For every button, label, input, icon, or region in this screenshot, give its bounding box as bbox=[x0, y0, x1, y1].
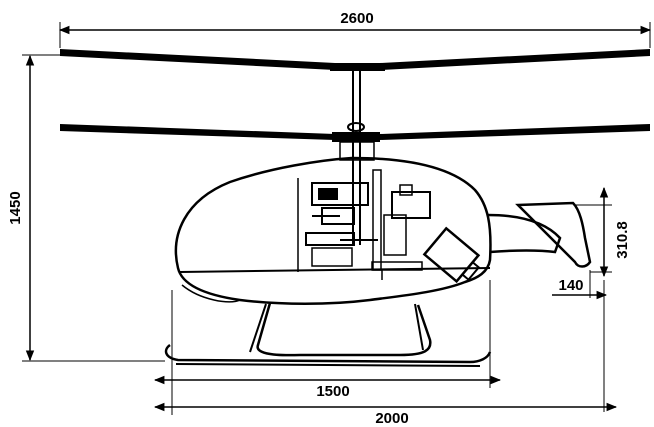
lower-rotor-blade-right bbox=[380, 124, 650, 140]
upper-rotor-hub bbox=[330, 63, 385, 71]
lower-rotor-blade-left bbox=[60, 124, 335, 140]
skid-struts bbox=[256, 302, 432, 357]
rotor-span-label: 2600 bbox=[340, 10, 373, 27]
fuselage bbox=[174, 156, 562, 305]
exhaust-muffler bbox=[422, 226, 481, 284]
fuselage-floor-line bbox=[179, 267, 491, 273]
overall-length-label: 2000 bbox=[375, 410, 408, 427]
swashplate bbox=[347, 122, 365, 132]
dim-tail-fin-height: 310.8 bbox=[575, 186, 631, 278]
upper-rotor-blade-left bbox=[60, 49, 335, 70]
dim-overall-height: 1450 bbox=[7, 54, 165, 362]
tail-fin bbox=[515, 201, 592, 268]
tail-boom bbox=[487, 213, 562, 254]
engine-assembly bbox=[305, 169, 481, 284]
lower-rotor-hub bbox=[332, 132, 380, 142]
skid-length-label: 1500 bbox=[316, 383, 349, 400]
fuselage-outline bbox=[174, 156, 492, 305]
tail-fin-width-label: 140 bbox=[558, 277, 583, 294]
overall-height-label: 1450 bbox=[7, 191, 24, 224]
dim-overall-length: 2000 bbox=[153, 395, 618, 427]
skid-rail bbox=[164, 343, 492, 364]
upper-rotor bbox=[60, 49, 650, 71]
landing-gear bbox=[164, 302, 492, 367]
lower-rotor bbox=[60, 122, 650, 142]
upper-rotor-blade-right bbox=[380, 49, 650, 70]
tail-fin-height-label: 310.8 bbox=[614, 221, 631, 259]
dim-skid-length: 1500 bbox=[153, 280, 502, 400]
dim-tail-fin-width: 140 bbox=[552, 270, 608, 412]
dim-rotor-span: 2600 bbox=[58, 10, 652, 48]
